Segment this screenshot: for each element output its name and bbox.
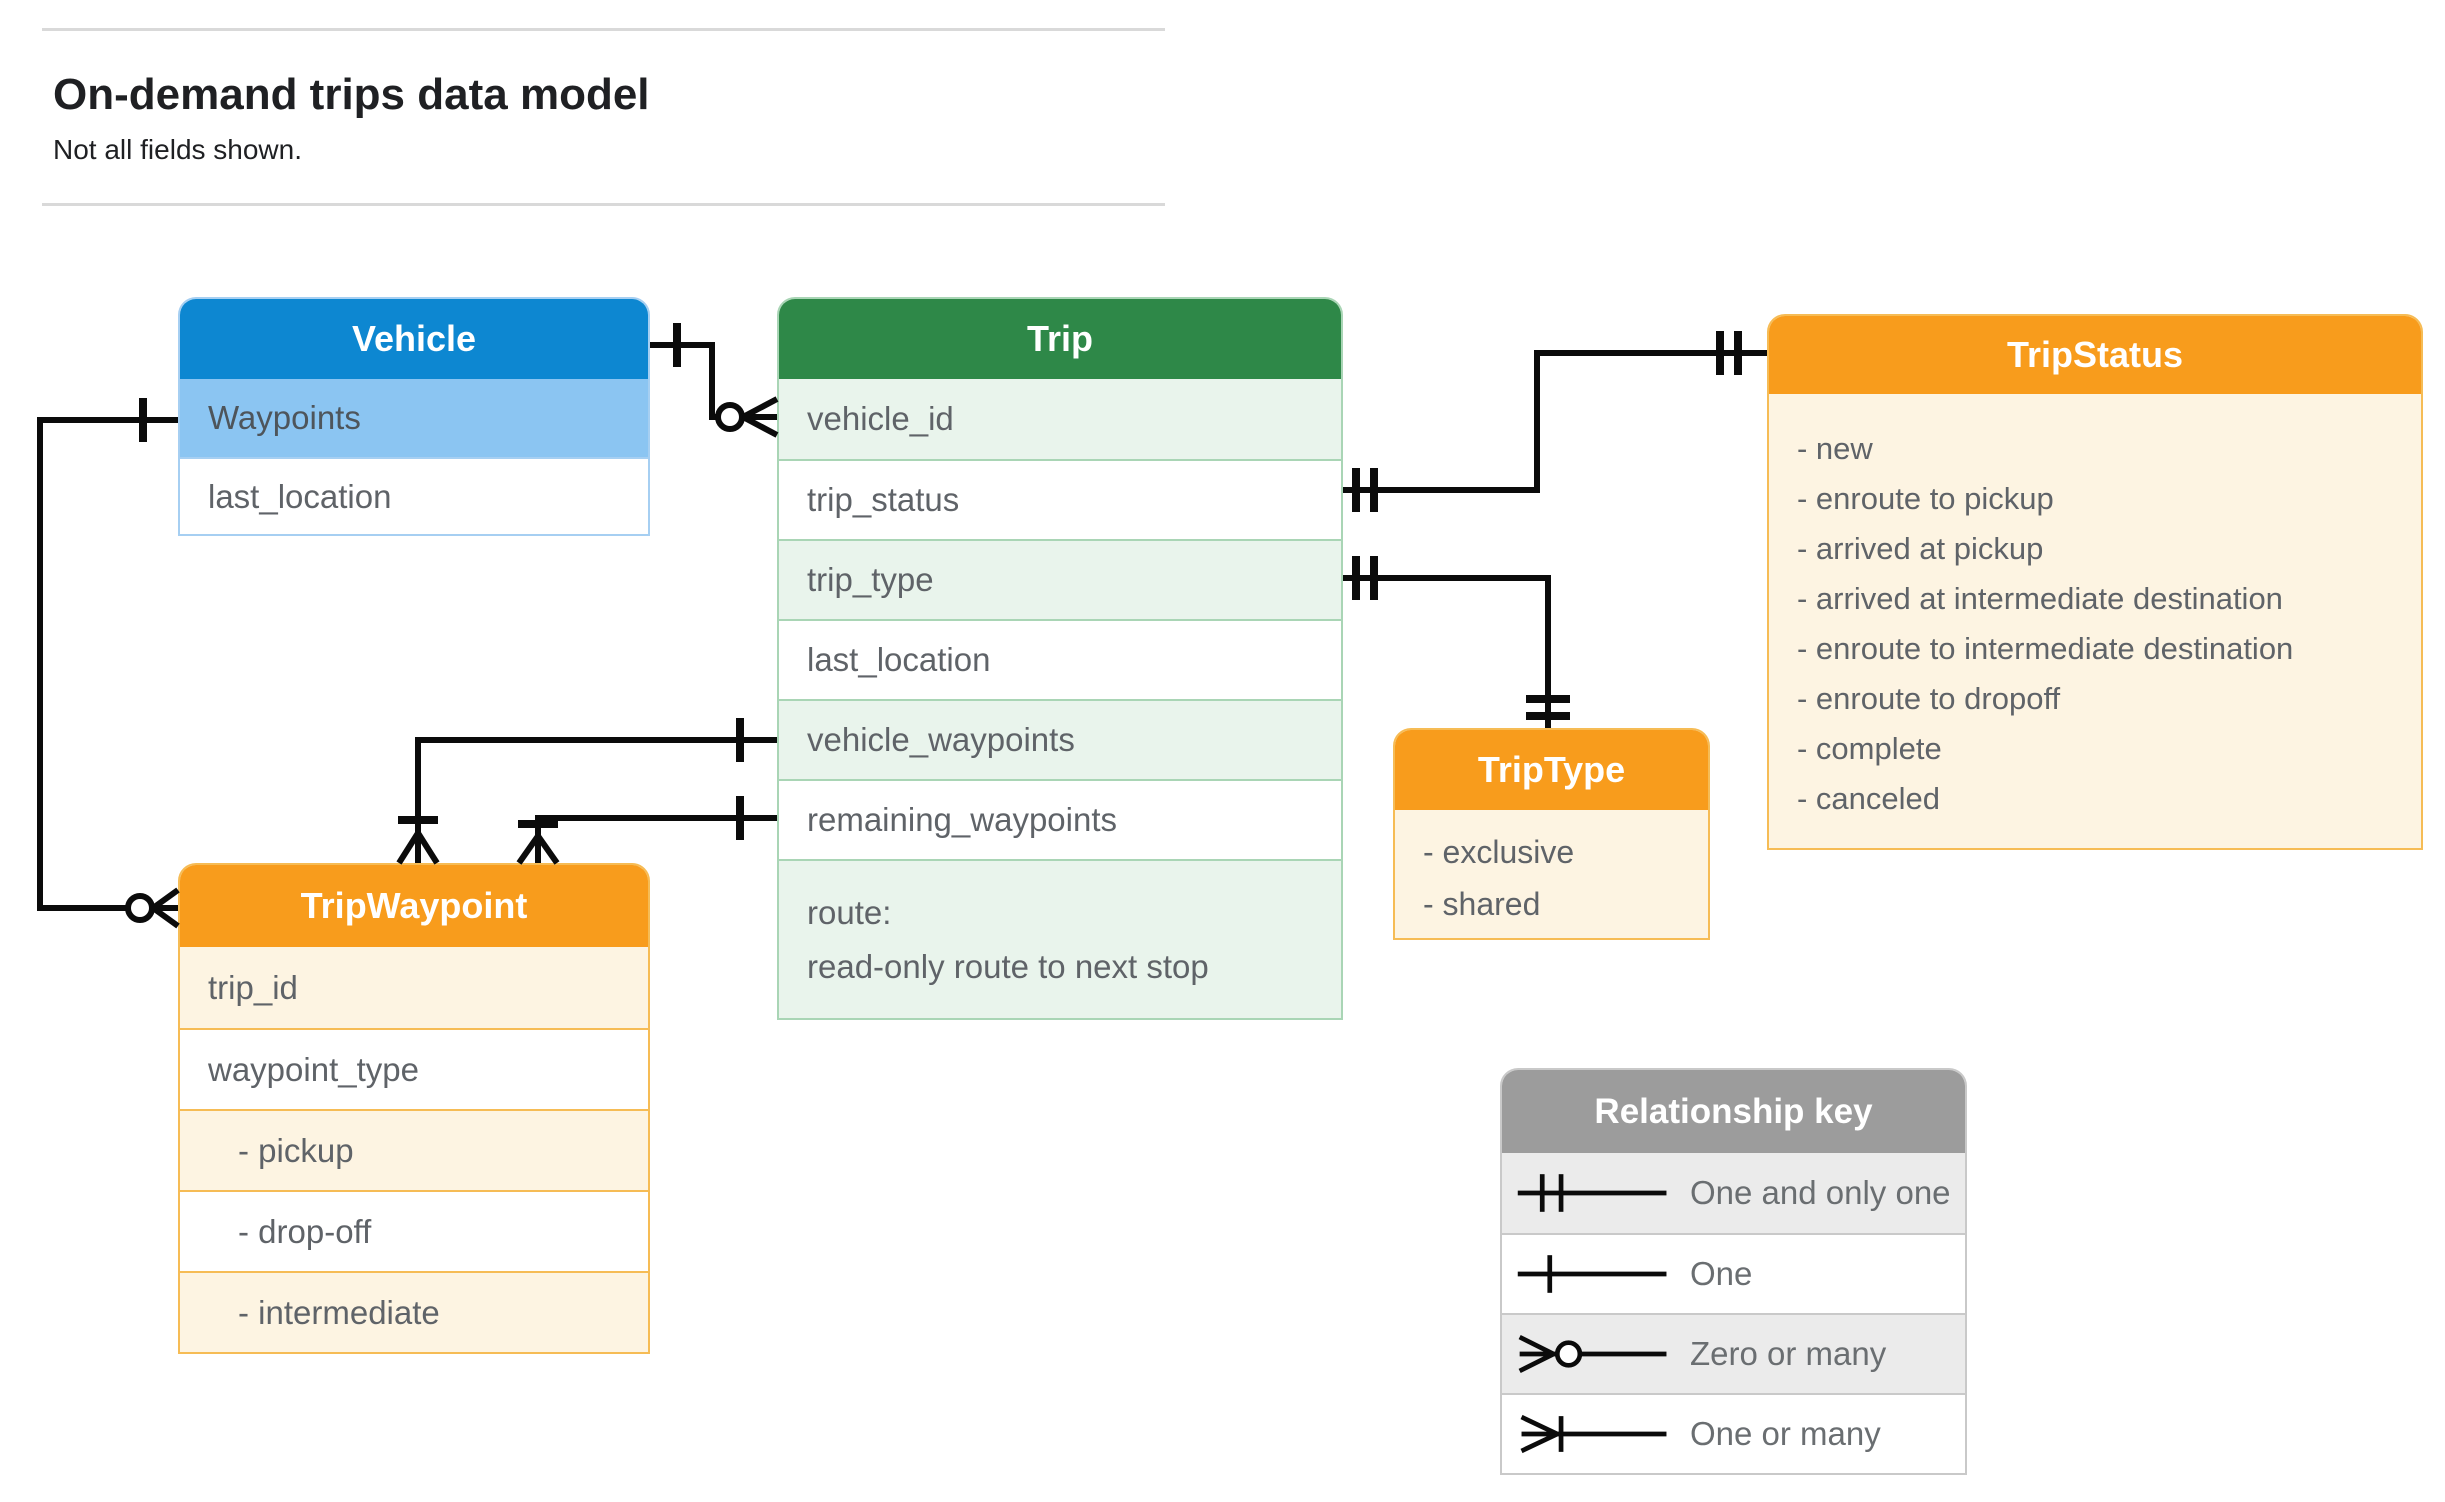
relationship-vehicle-waypoints	[396, 718, 777, 865]
field-row-last-location: last_location	[779, 619, 1341, 699]
one-icon	[1517, 1255, 1667, 1293]
field-row-pickup: - pickup	[180, 1109, 648, 1190]
relationship-remaining-waypoints	[516, 796, 777, 865]
one-or-many-icon	[1520, 1414, 1667, 1454]
entity-trip-waypoint: TripWaypoint trip_id waypoint_type - pic…	[178, 863, 650, 1354]
enum-value: - arrived at pickup	[1797, 531, 2044, 566]
enum-value: - canceled	[1797, 781, 1941, 816]
field-sublabel: read-only route to next stop	[807, 947, 1209, 985]
enum-value: - shared	[1423, 886, 1541, 922]
entity-trip-header: Trip	[779, 299, 1341, 379]
field-label: remaining_waypoints	[807, 801, 1118, 838]
field-row-trip-type: trip_type	[779, 539, 1341, 619]
field-label: trip_status	[807, 481, 960, 518]
entity-trip-type-header: TripType	[1395, 730, 1708, 810]
field-row-vehicle-waypoints: vehicle_waypoints	[779, 699, 1341, 779]
field-label: route:	[807, 893, 892, 931]
trip-status-values: - new - enroute to pickup - arrived at p…	[1769, 394, 2421, 848]
field-row-waypoints: Waypoints	[180, 379, 648, 457]
field-label: waypoint_type	[208, 1050, 419, 1088]
relationship-key-header: Relationship key	[1502, 1070, 1965, 1153]
enum-value: - complete	[1797, 731, 1942, 766]
zero-or-many-icon	[1518, 1334, 1667, 1374]
legend-label: Zero or many	[1690, 1335, 1887, 1372]
one-and-only-one-icon	[1517, 1174, 1667, 1212]
legend-label: One	[1690, 1255, 1753, 1292]
field-row-trip-id: trip_id	[180, 947, 648, 1028]
legend-row-one-and-only-one: One and only one	[1502, 1153, 1965, 1233]
field-row-trip-status: trip_status	[779, 459, 1341, 539]
legend-row-one: One	[1502, 1233, 1965, 1313]
entity-vehicle: Vehicle Waypoints last_location	[178, 297, 650, 536]
field-label: - pickup	[238, 1131, 354, 1169]
entity-trip-waypoint-header: TripWaypoint	[180, 865, 648, 947]
page-title: On-demand trips data model	[53, 70, 650, 119]
entity-vehicle-header: Vehicle	[180, 299, 648, 379]
entity-vehicle-title: Vehicle	[351, 318, 477, 359]
field-label: last_location	[807, 641, 991, 678]
relationship-key: Relationship key One and only one One Ze…	[1500, 1068, 1967, 1475]
top-divider	[42, 28, 1165, 31]
legend-label: One or many	[1690, 1415, 1881, 1452]
field-label: trip_type	[807, 561, 934, 598]
entity-trip-type-title: TripType	[1477, 749, 1626, 790]
entity-trip-title: Trip	[1026, 318, 1093, 359]
field-label: - drop-off	[238, 1212, 372, 1250]
entity-trip-status-header: TripStatus	[1769, 316, 2421, 394]
enum-value: - new	[1797, 431, 1873, 466]
field-row-intermediate: - intermediate	[180, 1271, 648, 1352]
field-row-last-location: last_location	[180, 457, 648, 534]
legend-row-zero-or-many: Zero or many	[1502, 1313, 1965, 1393]
field-label: Waypoints	[208, 399, 361, 436]
field-row-waypoint-type: waypoint_type	[180, 1028, 648, 1109]
relationship-waypoints-tripwaypoint	[37, 398, 180, 929]
field-label: trip_id	[208, 968, 298, 1006]
enum-value: - exclusive	[1423, 834, 1575, 870]
header-divider	[42, 203, 1165, 206]
field-row-vehicle-id: vehicle_id	[779, 379, 1341, 459]
legend-label: One and only one	[1690, 1174, 1951, 1211]
enum-value: - enroute to pickup	[1797, 481, 2054, 516]
enum-value: - arrived at intermediate destination	[1797, 581, 2283, 616]
entity-trip-status: TripStatus - new - enroute to pickup - a…	[1767, 314, 2423, 850]
trip-type-values: - exclusive - shared	[1395, 810, 1708, 938]
enum-value: - enroute to intermediate destination	[1797, 631, 2294, 666]
relationship-tripstatus	[1343, 331, 1767, 512]
page-subtitle: Not all fields shown.	[53, 134, 303, 165]
field-label: vehicle_waypoints	[807, 721, 1075, 758]
field-label: - intermediate	[238, 1293, 440, 1331]
field-label: last_location	[208, 477, 392, 515]
field-row-drop-off: - drop-off	[180, 1190, 648, 1271]
relationship-key-title: Relationship key	[1594, 1091, 1873, 1131]
field-row-route: route: read-only route to next stop	[779, 859, 1341, 1018]
field-row-remaining-waypoints: remaining_waypoints	[779, 779, 1341, 859]
entity-trip-status-title: TripStatus	[2006, 334, 2184, 375]
entity-trip-waypoint-title: TripWaypoint	[300, 885, 528, 926]
relationship-triptype	[1343, 556, 1570, 728]
field-label: vehicle_id	[807, 400, 954, 437]
legend-row-one-or-many: One or many	[1502, 1393, 1965, 1473]
entity-trip-type: TripType - exclusive - shared	[1393, 728, 1710, 940]
relationship-vehicle-trip	[650, 323, 779, 438]
entity-trip: Trip vehicle_id trip_status trip_type la…	[777, 297, 1343, 1020]
enum-value: - enroute to dropoff	[1797, 681, 2061, 716]
